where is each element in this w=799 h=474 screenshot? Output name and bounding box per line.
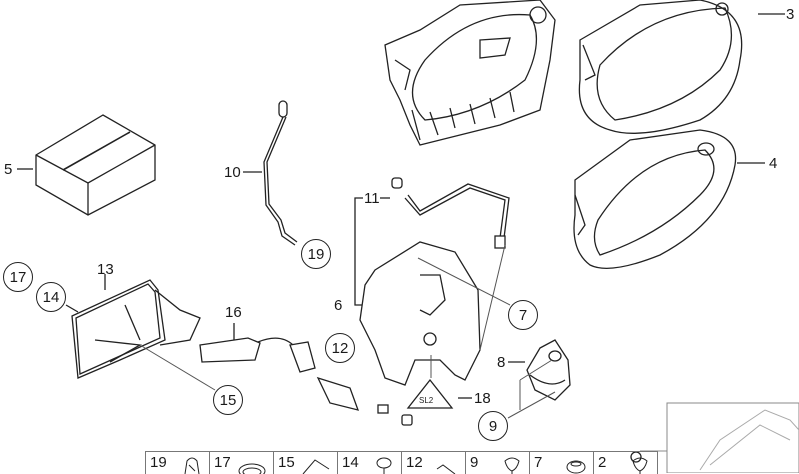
- callout-5[interactable]: 5: [4, 161, 13, 178]
- ring-icon: [238, 463, 266, 474]
- strip-cell-19[interactable]: 19: [146, 452, 210, 474]
- door-handle-part-4-icon: [573, 129, 737, 269]
- screw-icon: [376, 457, 392, 474]
- screw-icon: [566, 460, 586, 474]
- strip-cell-9[interactable]: 9: [466, 452, 530, 474]
- callout-3[interactable]: 3: [786, 6, 795, 23]
- clip-icon: [184, 457, 200, 474]
- callout-12[interactable]: 12: [325, 333, 355, 363]
- callout-13[interactable]: 13: [97, 261, 114, 278]
- callout-19[interactable]: 19: [301, 239, 331, 269]
- lock-cylinder-part-16-icon: [199, 337, 413, 426]
- callout-6[interactable]: 6: [334, 297, 343, 314]
- handle-cover-part-13-icon: [71, 279, 216, 391]
- strip-cell-17[interactable]: 17: [210, 452, 274, 474]
- strip-top-icons: [630, 451, 642, 463]
- strip-cell-14[interactable]: 14: [338, 452, 402, 474]
- handle-carrier-part-icon: [384, 0, 556, 146]
- callout-9[interactable]: 9: [478, 411, 508, 441]
- callout-8[interactable]: 8: [497, 354, 506, 371]
- svg-text:SL2: SL2: [419, 396, 434, 405]
- bracket-icon: [302, 459, 330, 474]
- pin-icon: [436, 464, 456, 474]
- strip-cell-7[interactable]: 7: [530, 452, 594, 474]
- callout-7[interactable]: 7: [508, 300, 538, 330]
- strip-cell-12[interactable]: 12: [402, 452, 466, 474]
- cable-part-11-icon: [380, 177, 510, 249]
- car-thumbnail-icon: [640, 402, 799, 473]
- strip-cell-2[interactable]: 2: [594, 452, 658, 474]
- door-handle-part-3-icon: [578, 0, 743, 134]
- screw-icon: [632, 457, 648, 474]
- callout-15[interactable]: 15: [213, 385, 243, 415]
- parts-strip: 19 17 15 14 12 9 7 2: [145, 451, 658, 474]
- screw-icon: [504, 457, 520, 474]
- callout-16[interactable]: 16: [225, 304, 242, 321]
- door-lock-part-6-icon: [359, 241, 511, 386]
- callout-10[interactable]: 10: [224, 164, 241, 181]
- box-part-icon: [35, 114, 156, 216]
- callout-4[interactable]: 4: [769, 155, 778, 172]
- rod-part-10-icon: [263, 100, 298, 246]
- callout-11[interactable]: 11: [364, 190, 380, 207]
- callout-14[interactable]: 14: [36, 282, 66, 312]
- striker-part-8-icon: [507, 339, 571, 419]
- warning-label-part-18-icon: SL2: [406, 378, 454, 409]
- strip-cell-15[interactable]: 15: [274, 452, 338, 474]
- callout-18[interactable]: 18: [474, 390, 491, 407]
- callout-17[interactable]: 17: [3, 262, 33, 292]
